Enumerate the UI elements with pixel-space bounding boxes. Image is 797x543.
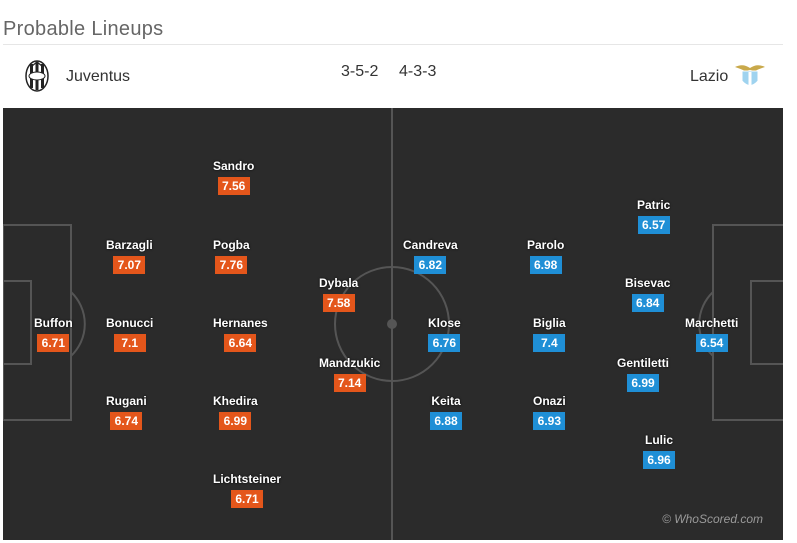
player-sandro[interactable]: Sandro 7.56 [213,159,254,195]
player-name: Khedira [213,394,258,408]
player-rating: 6.99 [627,374,659,392]
player-rating: 6.71 [37,334,70,352]
player-name: Rugani [106,394,147,408]
player-rating: 7.1 [113,334,146,352]
watermark: © WhoScored.com [662,512,763,526]
player-name: Sandro [213,159,255,173]
player-rating: 6.99 [219,412,252,430]
lazio-logo-icon [735,65,765,86]
player-rating: 6.96 [643,451,675,469]
player-candreva[interactable]: Candreva 6.82 [403,238,458,274]
player-lichtsteiner[interactable]: Lichtsteiner 6.71 [213,472,281,508]
player-khedira[interactable]: Khedira 6.99 [213,394,258,430]
player-name: Marchetti [685,316,739,330]
home-formation: 3-5-2 [341,63,379,80]
player-buffon[interactable]: Buffon 6.71 [34,316,73,352]
page-title: Probable Lineups [3,18,164,40]
player-rating: 7.07 [113,256,146,274]
player-rating: 7.76 [215,256,248,274]
player-name: Klose [428,316,461,330]
match-header: Juventus 3-5-2 4-3-3 Lazio [3,44,783,107]
player-parolo[interactable]: Parolo 6.98 [527,238,564,274]
player-dybala[interactable]: Dybala 7.58 [319,276,358,312]
player-name: Onazi [533,394,566,408]
player-rating: 7.58 [322,294,355,312]
player-name: Gentiletti [617,356,670,370]
player-rating: 6.88 [430,412,462,430]
player-name: Mandzukic [319,356,381,370]
player-name: Candreva [403,238,458,252]
player-name: Parolo [527,238,565,252]
juventus-logo-icon [25,60,49,92]
player-rating: 6.84 [631,294,664,312]
player-rating: 6.64 [224,334,257,352]
player-name: Bonucci [106,316,154,330]
player-name: Barzagli [106,238,153,252]
player-rating: 7.4 [533,334,566,352]
player-rating: 6.82 [414,256,447,274]
player-mandzukic[interactable]: Mandzukic 7.14 [319,356,380,392]
away-formation: 4-3-3 [399,63,437,80]
player-rating: 7.56 [217,177,250,195]
player-name: Biglia [533,316,566,330]
player-bisevac[interactable]: Bisevac 6.84 [625,276,670,312]
player-rating: 6.57 [637,216,670,234]
player-rating: 6.98 [529,256,562,274]
player-hernanes[interactable]: Hernanes 6.64 [213,316,268,352]
player-onazi[interactable]: Onazi 6.93 [533,394,566,430]
home-team-name: Juventus [66,68,131,85]
pitch-markings [3,108,783,540]
player-barzagli[interactable]: Barzagli 7.07 [106,238,153,274]
player-name: Bisevac [625,276,671,290]
player-rating: 6.71 [231,490,263,508]
player-rating: 6.93 [533,412,566,430]
player-name: Dybala [319,276,359,290]
player-name: Buffon [34,316,73,330]
away-team-name: Lazio [690,68,729,85]
player-name: Patric [637,198,671,212]
player-biglia[interactable]: Biglia 7.4 [533,316,566,352]
player-name: Keita [431,394,461,408]
player-keita[interactable]: Keita 6.88 [430,394,462,430]
player-patric[interactable]: Patric 6.57 [637,198,670,234]
player-rating: 6.76 [428,334,461,352]
pitch: Buffon 6.71 Barzagli 7.07 Bonucci 7.1 Ru… [3,108,783,540]
player-gentiletti[interactable]: Gentiletti 6.99 [617,356,669,392]
player-pogba[interactable]: Pogba 7.76 [213,238,250,274]
player-name: Lulic [644,433,673,447]
player-rating: 6.54 [695,334,728,352]
player-name: Hernanes [213,316,268,330]
player-bonucci[interactable]: Bonucci 7.1 [106,316,153,352]
player-marchetti[interactable]: Marchetti 6.54 [685,316,738,352]
player-rating: 7.14 [333,374,366,392]
player-lulic[interactable]: Lulic 6.96 [643,433,675,469]
player-name: Lichtsteiner [213,472,282,486]
player-rating: 6.74 [110,412,143,430]
player-rugani[interactable]: Rugani 6.74 [106,394,147,430]
player-klose[interactable]: Klose 6.76 [428,316,461,352]
player-name: Pogba [213,238,250,252]
